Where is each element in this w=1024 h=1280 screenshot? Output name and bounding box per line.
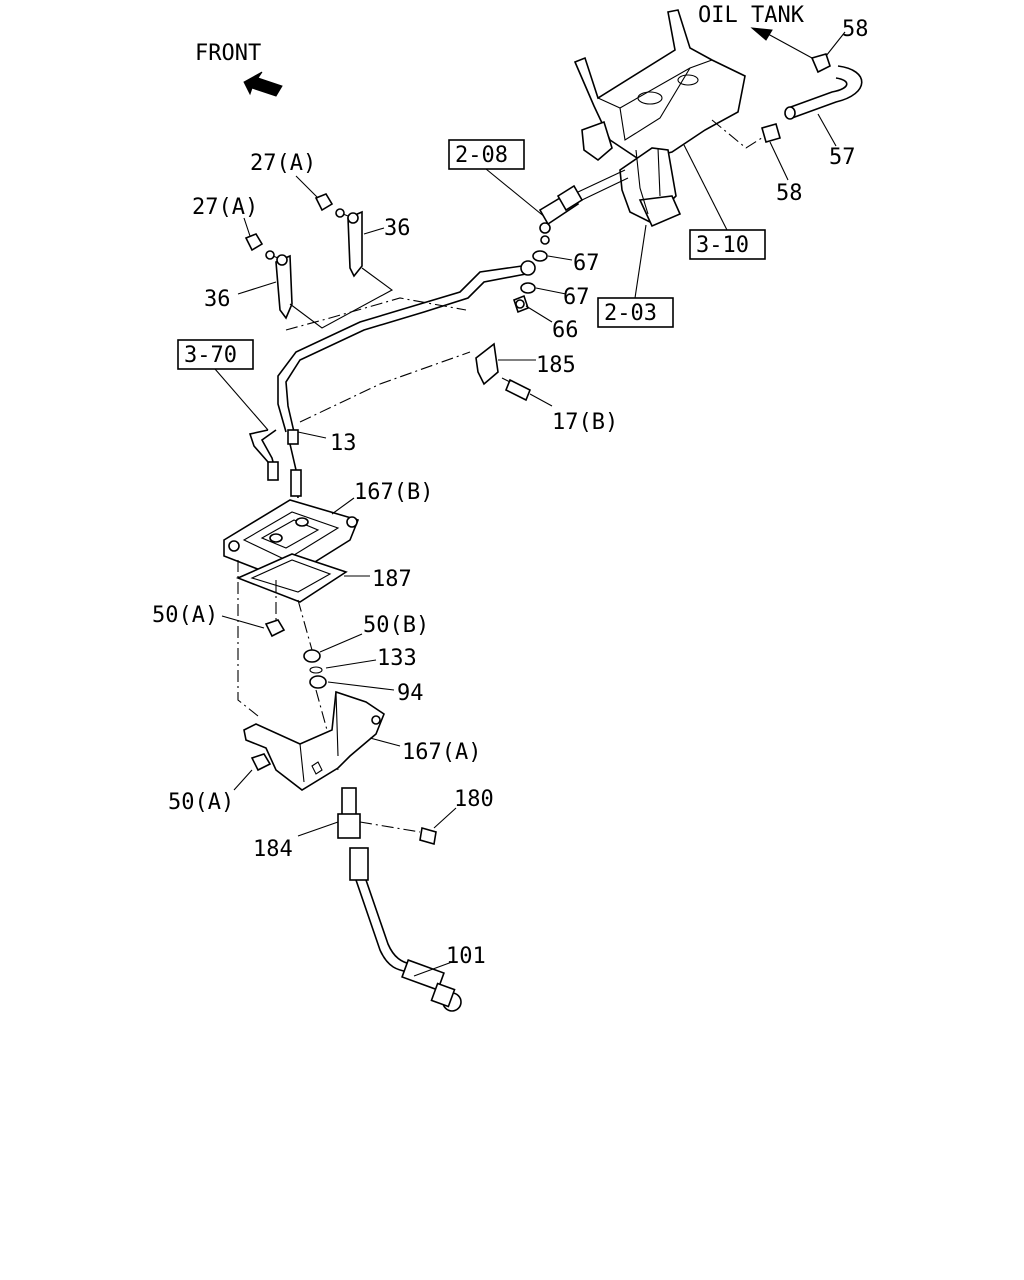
callout-67-lower: 67 [563, 285, 590, 310]
washer-133 [309, 666, 323, 674]
hose-57 [784, 65, 863, 120]
gasket-187 [235, 553, 348, 603]
callout-180: 180 [454, 787, 494, 812]
callout-185: 185 [536, 353, 576, 378]
ref-2-08-text: 2-08 [455, 143, 508, 168]
callout-58-lower: 58 [776, 181, 803, 206]
callout-133: 133 [377, 646, 417, 671]
washer-67-lower [520, 282, 536, 294]
callout-101: 101 [446, 944, 486, 969]
nut-50a-upper [264, 619, 286, 638]
callout-167b: 167(B) [354, 480, 433, 505]
callout-50a-lower: 50(A) [168, 790, 234, 815]
connector-184 [337, 787, 421, 839]
ref-3-70-text: 3-70 [184, 343, 237, 368]
callout-187: 187 [372, 567, 412, 592]
callout-94: 94 [397, 681, 424, 706]
plate-167b [223, 499, 360, 581]
master-cylinder [538, 169, 629, 245]
callout-66: 66 [552, 318, 579, 343]
front-indicator: FRONT [195, 41, 283, 97]
bracket-36-left [275, 254, 293, 320]
callout-50b: 50(B) [363, 613, 429, 638]
flex-hose-101 [349, 847, 462, 1012]
callout-184: 184 [253, 837, 293, 862]
callout-58-upper: 58 [842, 17, 869, 42]
nut-50a-lower [250, 753, 272, 772]
ref-box-2-08[interactable]: 2-08 [448, 139, 525, 170]
ref-box-3-70[interactable]: 3-70 [177, 339, 254, 370]
oil-tank-label: OIL TANK [698, 3, 805, 28]
pedal-bracket-assembly [573, 9, 746, 228]
bolt-17b [501, 377, 532, 402]
ref-box-3-10[interactable]: 3-10 [689, 229, 766, 260]
callout-36-left: 36 [204, 287, 231, 312]
washer-94 [309, 675, 327, 689]
callout-67-upper: 67 [573, 251, 600, 276]
callout-27a-upper: 27(A) [250, 151, 316, 176]
front-arrow-icon [243, 71, 283, 97]
bolt-27a-lower [244, 233, 279, 260]
bracket-36-right [347, 210, 363, 278]
bleeder-180 [419, 826, 437, 846]
ref-3-10-text: 3-10 [696, 233, 749, 258]
callout-17b: 17(B) [552, 410, 618, 435]
ref-2-03-text: 2-03 [604, 301, 657, 326]
oil-tank-arrow-icon [750, 27, 773, 41]
callout-167a: 167(A) [402, 740, 481, 765]
bolt-66 [513, 294, 529, 314]
callout-27a-lower: 27(A) [192, 195, 258, 220]
callout-36-right: 36 [384, 216, 411, 241]
callout-13: 13 [330, 431, 357, 456]
brake-pipe-main [277, 260, 536, 433]
bracket-167a [243, 690, 385, 791]
ref-box-2-03[interactable]: 2-03 [597, 297, 674, 328]
oil-tank-indicator: OIL TANK [698, 3, 813, 59]
clip-185 [475, 342, 499, 386]
bolt-27a-upper [314, 193, 349, 218]
front-label: FRONT [195, 41, 261, 66]
washer-67-upper [532, 250, 548, 262]
callout-57: 57 [829, 145, 856, 170]
callout-50a-upper: 50(A) [152, 603, 218, 628]
clamp-58-upper [810, 53, 831, 74]
clamp-58-lower [761, 123, 781, 143]
nut-50b [303, 649, 321, 663]
